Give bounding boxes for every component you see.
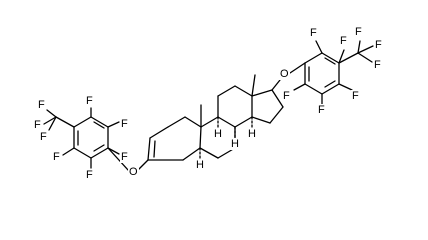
hydrogen-label: H xyxy=(248,128,256,140)
atom-label-backdrop xyxy=(85,169,94,181)
fluorine-label: F xyxy=(374,59,381,71)
fluorine-label: F xyxy=(375,39,382,51)
atom-label-backdrop xyxy=(213,128,223,140)
right-aryl-ring xyxy=(293,40,374,105)
left-ether-linkage xyxy=(107,147,149,171)
atom-label-backdrop xyxy=(128,166,139,178)
steroid-ring-d xyxy=(251,89,284,124)
atom-label-backdrop xyxy=(37,99,46,111)
hydrogen-label: H xyxy=(214,128,222,140)
angular-methyls xyxy=(200,74,256,128)
fluorine-label: F xyxy=(40,131,47,143)
hydrogen-label: H xyxy=(231,138,239,150)
atom-label-backdrop xyxy=(282,90,291,102)
fluorine-label: F xyxy=(86,169,93,181)
fluorine-label: F xyxy=(318,104,325,116)
fluorine-label: F xyxy=(355,26,362,38)
fluorine-label: F xyxy=(121,151,128,163)
atom-label-backdrop xyxy=(39,131,48,143)
fluorine-label: F xyxy=(34,119,41,131)
fluorine-label: F xyxy=(121,118,128,130)
atom-label-backdrop xyxy=(120,118,129,130)
fluorine-label: F xyxy=(53,151,60,163)
atom-label-backdrop xyxy=(120,151,129,163)
atom-labels: F F F F F F F F O H H H H O F F F F F F xyxy=(33,26,383,181)
fluorine-label: F xyxy=(340,35,347,47)
steroid-ring-a xyxy=(147,116,202,161)
atom-label-backdrop xyxy=(85,95,94,107)
left-aryl-ring xyxy=(43,107,120,169)
atom-label-backdrop xyxy=(354,26,363,38)
stereo-hydrogens xyxy=(199,116,253,159)
atom-label-backdrop xyxy=(317,104,326,116)
fluorine-label: F xyxy=(38,99,45,111)
atom-label-backdrop xyxy=(247,128,257,140)
fluorine-label: F xyxy=(86,95,93,107)
atom-label-backdrop xyxy=(52,151,61,163)
atom-label-backdrop xyxy=(230,138,240,150)
atom-label-backdrop xyxy=(309,27,318,39)
hydrogen-label: H xyxy=(196,159,204,171)
fluorine-label: F xyxy=(283,90,290,102)
right-ether-linkage xyxy=(271,62,306,91)
oxygen-label: O xyxy=(280,68,289,80)
molecule-drawing: F F F F F F F F O H H H H O F F F F F F xyxy=(33,26,383,181)
atom-label-backdrop xyxy=(339,35,348,47)
fluorine-label: F xyxy=(352,90,359,102)
steroid-ring-c xyxy=(217,85,253,128)
atom-label-backdrop xyxy=(33,119,42,131)
structure-diagram: F F F F F F F F O H H H H O F F F F F F xyxy=(33,26,383,181)
fluorine-label: F xyxy=(310,27,317,39)
oxygen-label: O xyxy=(129,166,138,178)
atom-label-backdrop xyxy=(373,59,382,71)
atom-label-backdrop xyxy=(195,159,205,171)
atom-label-backdrop xyxy=(374,39,383,51)
atom-label-backdrop xyxy=(279,68,290,80)
atom-label-backdrop xyxy=(351,90,360,102)
